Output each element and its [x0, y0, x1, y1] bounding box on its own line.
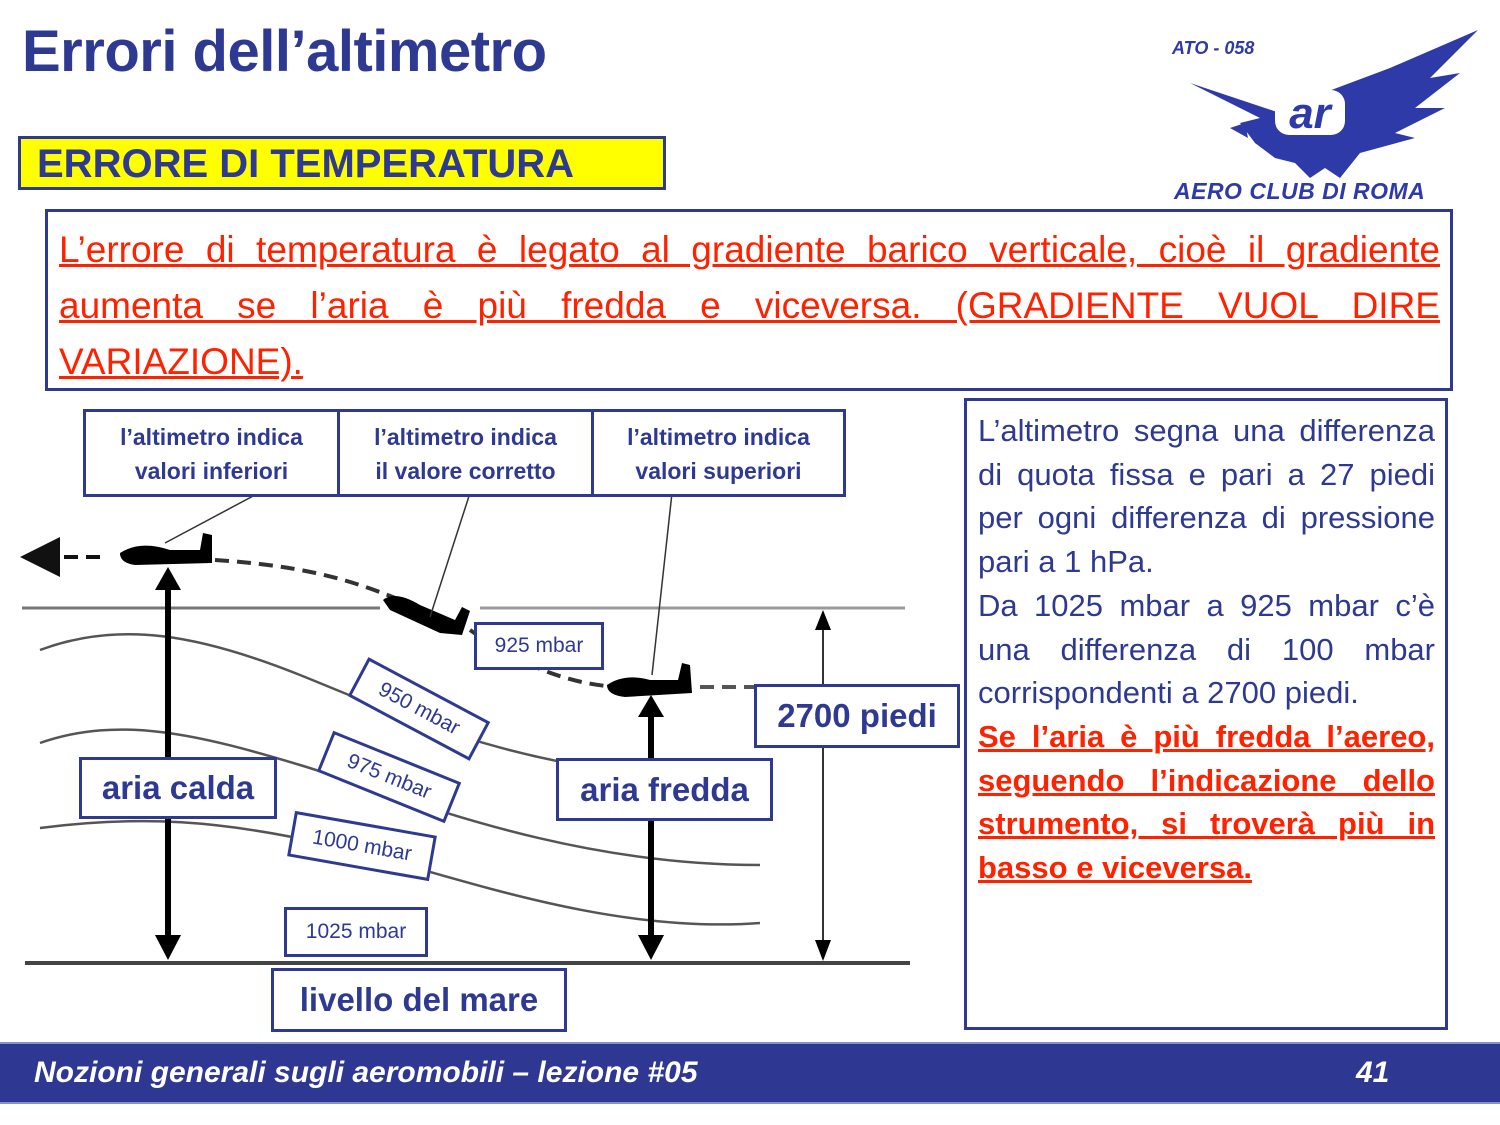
- airplane-icon: [383, 596, 470, 635]
- eagle-icon: ar: [1190, 30, 1478, 178]
- indicator-high: l’altimetro indica valori superiori: [591, 409, 846, 497]
- intro-text: L’errore di temperatura è legato al grad…: [45, 209, 1453, 391]
- sea-level-label: livello del mare: [271, 968, 567, 1032]
- section-subtitle: ERRORE DI TEMPERATURA: [18, 136, 666, 190]
- page-title: Errori dell’altimetro: [22, 19, 547, 84]
- logo-monogram: ar: [1289, 89, 1333, 138]
- pressure-label-925: 925 mbar: [474, 622, 604, 670]
- logo-code: ATO - 058: [1172, 38, 1255, 58]
- pressure-label-1025: 1025 mbar: [284, 907, 428, 957]
- aero-club-logo: ATO - 058 ar AERO CLUB DI ROMA: [1160, 28, 1490, 208]
- warm-air-label: aria calda: [79, 757, 277, 819]
- footer-bar: Nozioni generali sugli aeromobili – lezi…: [0, 1042, 1500, 1104]
- airplane-icon: [120, 533, 212, 565]
- indicator-low: l’altimetro indica valori inferiori: [83, 409, 340, 497]
- footer-course-title: Nozioni generali sugli aeromobili – lezi…: [34, 1056, 698, 1089]
- height-label: 2700 piedi: [754, 684, 960, 748]
- airplane-icon: [607, 663, 692, 697]
- cold-air-label: aria fredda: [556, 758, 773, 821]
- explanation-p2: Da 1025 mbar a 925 mbar c’è una differen…: [978, 587, 1435, 711]
- explanation-box: L’altimetro segna una differenza di quot…: [964, 398, 1448, 1030]
- page-number: 41: [1356, 1056, 1390, 1089]
- explanation-conclusion: Se l’aria è più fredda l’aereo, seguendo…: [978, 718, 1435, 886]
- explanation-p1: L’altimetro segna una differenza di quot…: [978, 413, 1435, 580]
- altimeter-diagram: l’altimetro indica valori inferiori l’al…: [0, 395, 960, 1035]
- logo-name: AERO CLUB DI ROMA: [1174, 178, 1426, 204]
- diagram-drawing: [20, 492, 910, 965]
- indicator-correct: l’altimetro indica il valore corretto: [337, 409, 594, 497]
